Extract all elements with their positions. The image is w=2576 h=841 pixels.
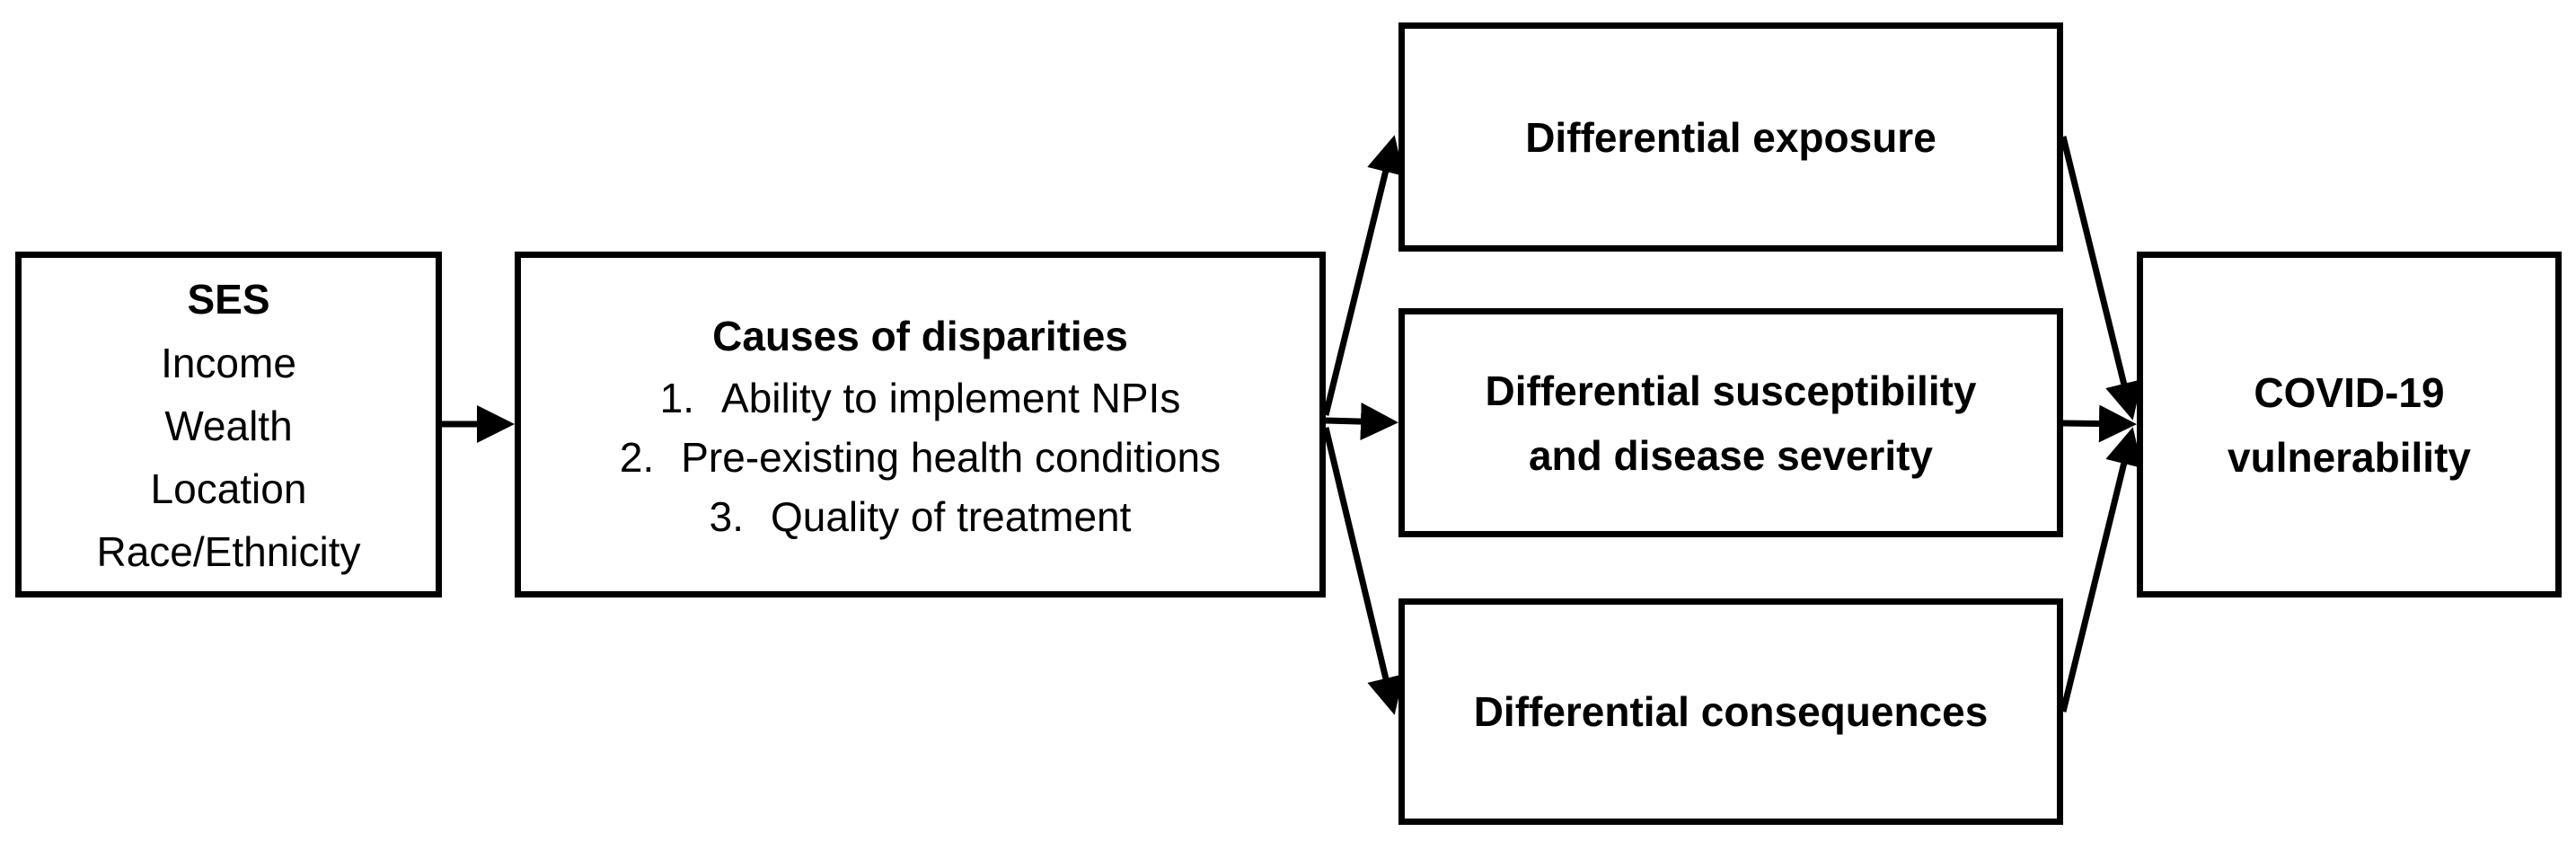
arrow-susceptibility-to-covid: [2062, 404, 2137, 443]
causes-item: 3. Quality of treatment: [620, 487, 1221, 546]
ses-box: SES Income Wealth Location Race/Ethnicit…: [15, 252, 442, 598]
causes-title: Causes of disparities: [712, 312, 1128, 359]
exposure-label: Differential exposure: [1525, 113, 1936, 161]
causes-item-number: 1.: [659, 374, 695, 421]
causes-box: Causes of disparities 1. Ability to imple…: [515, 252, 1326, 598]
causes-item-text: Ability to implement NPIs: [721, 374, 1181, 421]
covid-vulnerability-box: COVID-19 vulnerability: [2137, 252, 2562, 598]
arrow-causes-to-exposure: [1322, 135, 1405, 416]
causes-item-text: Pre-existing health conditions: [681, 433, 1222, 481]
covid-label-line1: COVID-19: [2254, 368, 2445, 416]
exposure-box: Differential exposure: [1398, 22, 2063, 252]
consequences-label: Differential consequences: [1473, 688, 1989, 735]
ses-list: Income Wealth Location Race/Ethnicity: [96, 332, 360, 583]
arrow-exposure-to-covid: [2060, 136, 2143, 420]
covid-label-line2: vulnerability: [2228, 433, 2471, 481]
ses-item-race-ethnicity: Race/Ethnicity: [96, 527, 361, 575]
susceptibility-box: Differential susceptibility and disease …: [1398, 308, 2063, 537]
causes-item: 1. Ability to implement NPIs: [620, 368, 1221, 428]
causes-item-number: 2.: [619, 433, 655, 481]
ses-item-wealth: Wealth: [164, 402, 293, 449]
ses-item-location: Location: [150, 465, 307, 512]
susceptibility-label-line2: and disease severity: [1528, 431, 1934, 479]
arrow-causes-to-consequences: [1322, 427, 1405, 715]
causes-item-number: 3.: [709, 492, 744, 540]
consequences-box: Differential consequences: [1398, 598, 2063, 825]
arrow-causes-to-susceptibility: [1325, 403, 1398, 441]
causes-item: 2. Pre-existing health conditions: [620, 428, 1221, 487]
arrow-consequences-to-covid: [2060, 427, 2143, 713]
causes-list: 1. Ability to implement NPIs 2. Pre-existi…: [620, 368, 1221, 546]
ses-item-income: Income: [161, 339, 296, 386]
ses-title: SES: [187, 275, 270, 323]
susceptibility-label-line1: Differential susceptibility: [1485, 367, 1977, 414]
causes-item-text: Quality of treatment: [770, 492, 1132, 540]
